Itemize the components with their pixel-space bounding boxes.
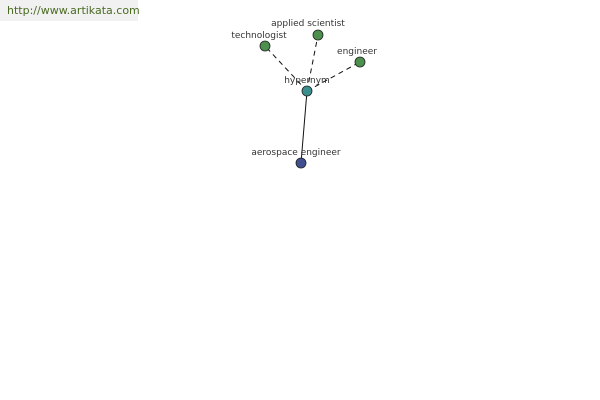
- node-technologist[interactable]: technologist: [231, 31, 287, 52]
- edge-applied-scientist: [306, 34, 319, 92]
- node-dot[interactable]: [354, 56, 366, 68]
- graph-edges: [264, 34, 361, 164]
- edge-technologist: [264, 45, 308, 92]
- node-applied-scientist[interactable]: applied scientist: [271, 19, 345, 41]
- edge-engineer: [306, 61, 361, 92]
- node-engineer[interactable]: engineer: [337, 47, 377, 68]
- node-label[interactable]: engineer: [337, 47, 377, 57]
- node-aerospace-engineer[interactable]: aerospace engineer: [251, 148, 341, 169]
- node-label[interactable]: technologist: [231, 31, 287, 41]
- node-label[interactable]: hypernym: [284, 76, 330, 86]
- node-dot[interactable]: [312, 29, 324, 41]
- node-hypernym[interactable]: hypernym: [284, 76, 330, 97]
- site-url-banner[interactable]: http://www.artikata.com: [0, 0, 140, 21]
- edge-aerospace-engineer: [300, 90, 308, 164]
- node-dot[interactable]: [295, 157, 307, 169]
- node-label[interactable]: aerospace engineer: [251, 148, 341, 158]
- node-label[interactable]: applied scientist: [271, 19, 345, 29]
- node-dot[interactable]: [301, 85, 313, 97]
- node-dot[interactable]: [259, 40, 271, 52]
